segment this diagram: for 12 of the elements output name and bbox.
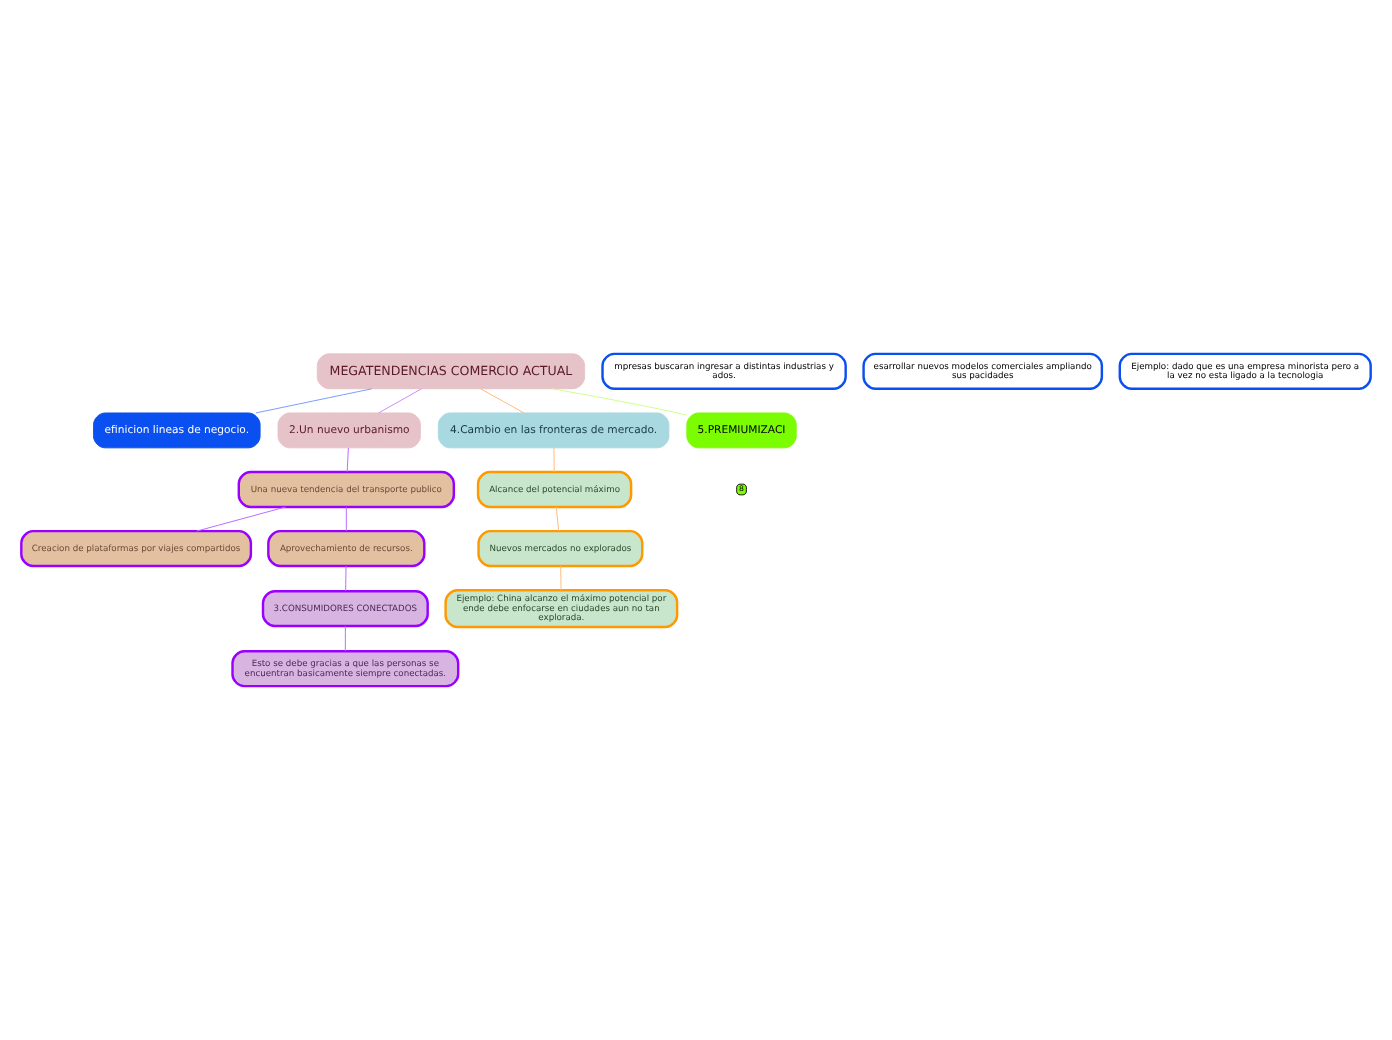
connector — [551, 388, 687, 416]
connector — [378, 388, 422, 414]
connector — [196, 506, 286, 532]
connector — [560, 565, 562, 591]
connector — [344, 625, 346, 652]
connector — [480, 388, 525, 414]
connector — [553, 447, 555, 473]
connector — [345, 565, 347, 592]
connector — [255, 388, 373, 414]
connector — [555, 506, 560, 532]
connector — [346, 447, 349, 473]
connector — [345, 506, 347, 532]
